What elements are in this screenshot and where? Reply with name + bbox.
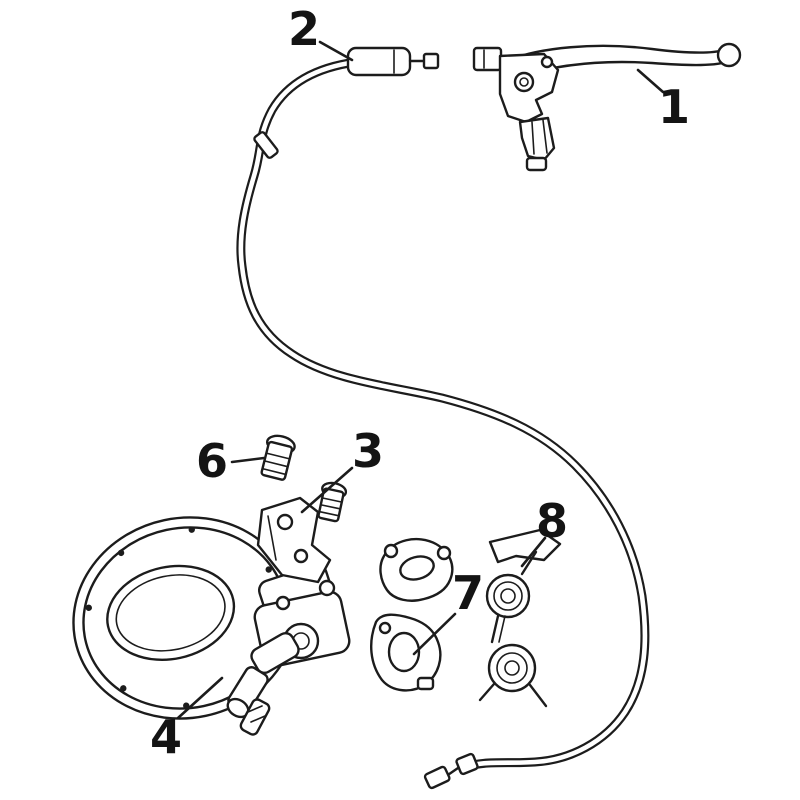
leader-part-6: [230, 456, 266, 464]
part-label-3: 3: [352, 424, 384, 478]
leader-lines: [176, 40, 665, 720]
lever-cable-holder: [472, 46, 503, 72]
leader-part-8: [520, 536, 547, 568]
mounting-bracket: [256, 496, 332, 584]
cable-barrel-end: [346, 46, 440, 77]
brake-cable: [241, 46, 645, 790]
part-label-4: 4: [150, 710, 182, 764]
cable-ferrule: [253, 131, 279, 159]
part-label-1: 1: [658, 80, 690, 134]
leader-part-7: [412, 612, 457, 656]
leader-part-1: [636, 68, 665, 94]
part-label-2: 2: [288, 2, 320, 56]
cable-adjuster-end: [423, 752, 479, 790]
part-label-6: 6: [196, 434, 228, 488]
part-label-7: 7: [452, 566, 484, 620]
leader-part-3: [300, 466, 354, 514]
brake-lever-assembly: [472, 42, 742, 172]
part-label-8: 8: [536, 494, 568, 548]
leader-part-2: [318, 40, 354, 62]
lever-clamp: [518, 116, 556, 162]
bracket-bolt: [317, 481, 348, 523]
lever-ball-end: [716, 42, 742, 68]
return-springs: [478, 528, 562, 708]
brake-shoe-upper: [379, 537, 454, 602]
brake-shoe-lower: [370, 613, 442, 692]
leader-part-4: [176, 676, 224, 720]
